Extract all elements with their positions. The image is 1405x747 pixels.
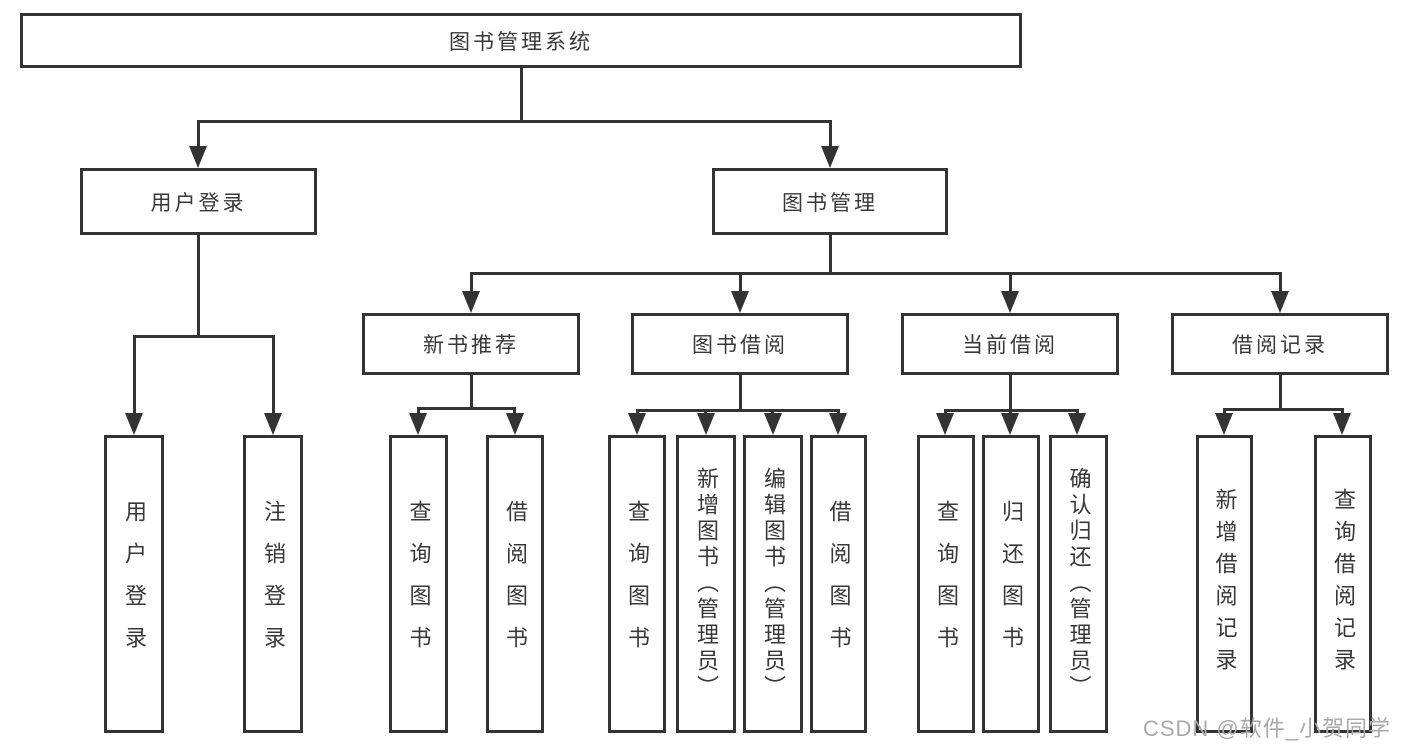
connector-current-borrow-stem [1009, 375, 1012, 409]
arrowhead-user-login [189, 146, 207, 168]
arrowhead-g4-0 [936, 413, 954, 435]
arrowhead-g2-1 [506, 413, 524, 435]
leaf-query-books-3: 查询图书 [917, 435, 975, 733]
arrowhead-g3-0 [628, 413, 646, 435]
leaf-query-books-3-label: 查询图书 [934, 500, 959, 668]
connector-drop-borrow-records [1279, 272, 1282, 294]
arrowhead-book-borrow [731, 291, 749, 313]
arrowhead-g5-1 [1333, 413, 1351, 435]
node-borrow-records: 借阅记录 [1171, 313, 1389, 375]
leaf-return-book-label: 归还图书 [999, 500, 1024, 668]
connector-drop-leaf-user-login [133, 335, 136, 417]
connector-user-login-stem [197, 235, 200, 335]
leaf-edit-book-admin-label: 编辑图书（管理员） [761, 467, 786, 701]
connector-root-rail [197, 120, 832, 123]
node-user-login-label: 用户登录 [150, 191, 247, 215]
leaf-logout-label: 注销登录 [261, 500, 286, 668]
leaf-logout: 注销登录 [243, 435, 303, 733]
node-book-borrow: 图书借阅 [631, 313, 849, 375]
node-new-book-recommend-label: 新书推荐 [423, 334, 519, 357]
connector-borrow-records-stem [1279, 375, 1282, 408]
connector-book-mgmt-stem [829, 235, 832, 272]
connector-drop-book-management [829, 120, 832, 150]
node-current-borrow-label: 当前借阅 [962, 334, 1058, 357]
leaf-query-borrow-record-label: 查询借阅记录 [1331, 488, 1356, 680]
leaf-user-login-label: 用户登录 [122, 500, 147, 668]
leaf-confirm-return-admin-label: 确认归还（管理员） [1066, 467, 1092, 701]
node-borrow-records-label: 借阅记录 [1232, 334, 1328, 357]
node-book-management-label: 图书管理 [782, 191, 878, 215]
leaf-edit-book-admin: 编辑图书（管理员） [743, 435, 803, 733]
leaf-borrow-books-2: 借阅图书 [810, 435, 867, 733]
arrowhead-borrow-records [1271, 291, 1289, 313]
arrowhead-g3-2 [764, 413, 782, 435]
arrowhead-new-book [462, 291, 480, 313]
arrowhead-g2-0 [409, 413, 427, 435]
arrowhead-g5-0 [1215, 413, 1233, 435]
leaf-user-login: 用户登录 [104, 435, 164, 733]
leaf-borrow-books-1: 借阅图书 [486, 435, 544, 733]
arrowhead-g3-1 [697, 413, 715, 435]
csdn-watermark: CSDN @软件_小贺同学 [1142, 716, 1391, 741]
leaf-query-books-2-label: 查询图书 [625, 500, 650, 668]
connector-drop-g5-1 [1341, 408, 1344, 417]
leaf-borrow-books-2-label: 借阅图书 [826, 500, 852, 668]
arrowhead-g3-3 [829, 413, 847, 435]
connector-drop-leaf-logout [272, 335, 275, 417]
leaf-confirm-return-admin: 确认归还（管理员） [1049, 435, 1108, 733]
node-library-system: 图书管理系统 [20, 13, 1022, 68]
node-book-borrow-label: 图书借阅 [692, 334, 788, 357]
node-library-system-label: 图书管理系统 [449, 30, 593, 54]
node-book-management: 图书管理 [712, 168, 948, 235]
arrowhead-g4-2 [1068, 413, 1086, 435]
leaf-query-books-1: 查询图书 [389, 435, 448, 733]
connector-root-stem [520, 68, 523, 120]
connector-new-book-stem [470, 375, 473, 407]
connector-drop-current-borrow [1009, 272, 1012, 294]
leaf-add-book-admin: 新增图书（管理员） [676, 435, 736, 733]
leaf-borrow-books-1-label: 借阅图书 [503, 500, 528, 668]
arrowhead-leaf-user-login [125, 413, 143, 435]
connector-book-borrow-stem [739, 375, 742, 409]
connector-drop-new-book [470, 272, 473, 294]
leaf-query-books-2: 查询图书 [608, 435, 666, 733]
leaf-query-books-1-label: 查询图书 [406, 500, 432, 668]
connector-new-book-rail [417, 407, 516, 410]
leaf-add-book-admin-label: 新增图书（管理员） [694, 467, 719, 701]
connector-user-login-rail [133, 335, 275, 338]
connector-drop-book-borrow [739, 272, 742, 294]
leaf-add-borrow-record: 新增借阅记录 [1196, 435, 1253, 733]
connector-drop-user-login [197, 120, 200, 150]
connector-book-mgmt-rail [470, 272, 1282, 275]
connector-borrow-records-rail [1223, 408, 1344, 411]
connector-book-borrow-rail [636, 409, 840, 412]
connector-drop-g5-0 [1223, 408, 1226, 417]
arrowhead-leaf-logout [264, 413, 282, 435]
arrowhead-book-management [821, 146, 839, 168]
leaf-return-book: 归还图书 [982, 435, 1040, 733]
arrowhead-current-borrow [1001, 291, 1019, 313]
arrowhead-g4-1 [1001, 413, 1019, 435]
connector-drop-g2-1 [513, 407, 516, 417]
node-current-borrow: 当前借阅 [901, 313, 1119, 375]
leaf-add-borrow-record-label: 新增借阅记录 [1212, 488, 1238, 680]
leaf-query-borrow-record: 查询借阅记录 [1314, 435, 1372, 733]
node-new-book-recommend: 新书推荐 [362, 313, 580, 375]
node-user-login: 用户登录 [80, 168, 317, 235]
connector-drop-g2-0 [417, 407, 420, 417]
